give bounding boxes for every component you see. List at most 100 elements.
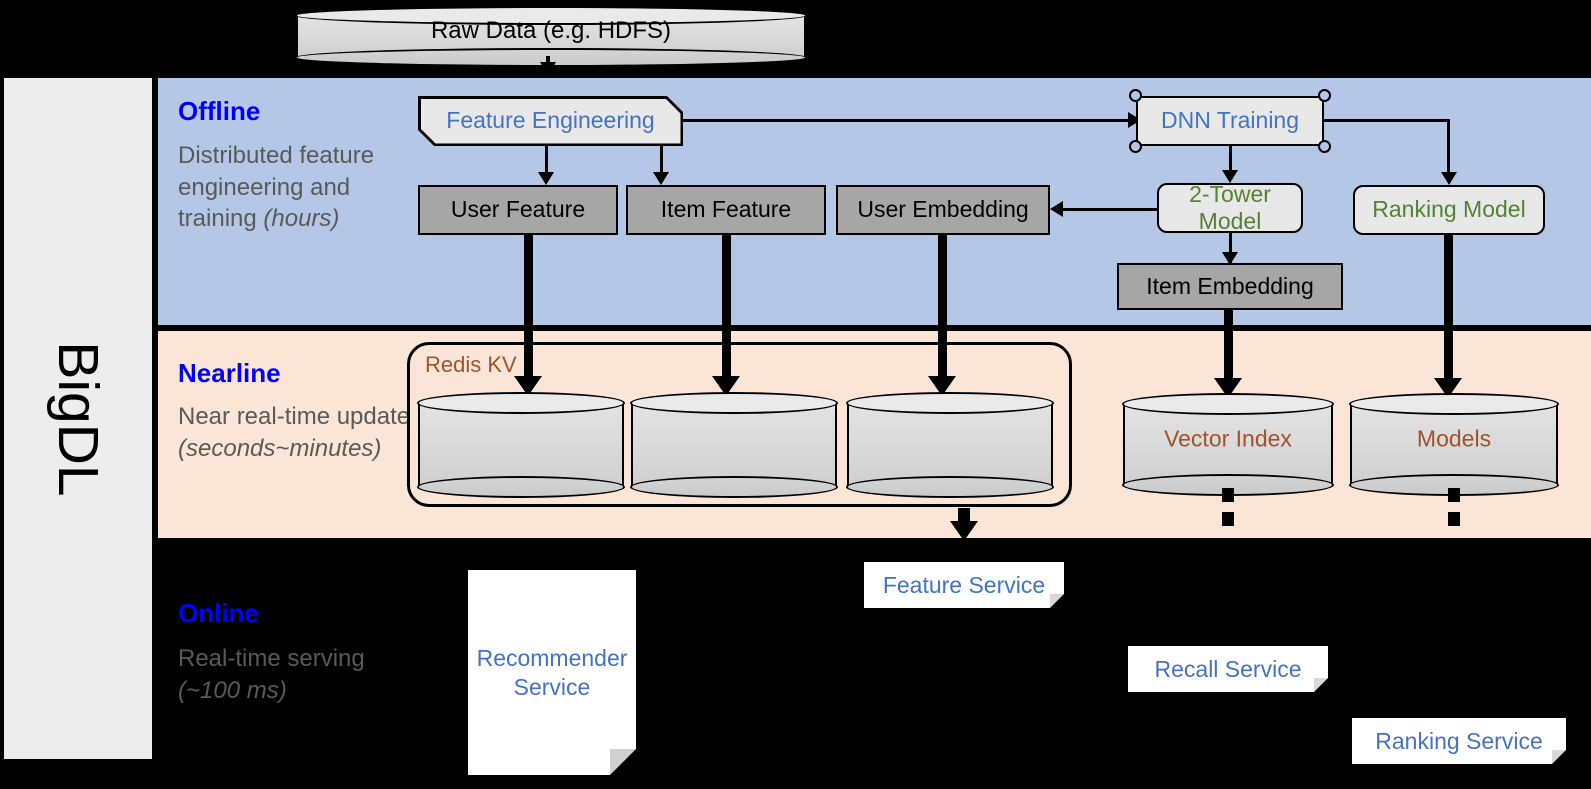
connector-models-stub-2 bbox=[1448, 512, 1460, 526]
redis-store-cylinder-2[interactable] bbox=[630, 392, 838, 498]
cylinder-bottom bbox=[630, 476, 838, 498]
page-fold-icon bbox=[1314, 678, 1328, 692]
cylinder-top bbox=[630, 392, 838, 414]
online-title: Online bbox=[178, 598, 259, 628]
redis-store-cylinder-1[interactable] bbox=[417, 392, 625, 498]
dnn-training-node[interactable]: DNN Training bbox=[1129, 89, 1331, 153]
two-tower-model-label: 2-Tower Model bbox=[1189, 180, 1271, 234]
cylinder-bottom bbox=[846, 476, 1054, 498]
two-tower-model-node[interactable]: 2-Tower Model bbox=[1157, 180, 1303, 234]
arrow-fe-to-userfeature-line bbox=[545, 146, 548, 178]
recommender-service-label: Recommender Service bbox=[476, 644, 628, 700]
arrow-fe-to-userfeature-head bbox=[538, 172, 554, 185]
dnn-training-label: DNN Training bbox=[1160, 107, 1300, 134]
feature-engineering-label: Feature Engineering bbox=[446, 107, 655, 134]
notch-bottom-left-icon bbox=[1129, 140, 1142, 153]
item-embedding-label: Item Embedding bbox=[1146, 272, 1314, 299]
cylinder-top bbox=[846, 392, 1054, 414]
arrow-rankingmodel-to-models-line bbox=[1444, 235, 1453, 390]
offline-desc-emphasis: (hours) bbox=[263, 205, 340, 233]
page-fold-icon bbox=[1552, 750, 1566, 764]
cylinder-body bbox=[1350, 404, 1558, 485]
arrow-dnn-to-twotower-line bbox=[1229, 146, 1232, 178]
online-desc-text: Real-time serving bbox=[178, 645, 365, 672]
cylinder-top bbox=[295, 6, 807, 25]
arrow-twotower-to-userembedding-line bbox=[1063, 208, 1159, 211]
offline-desc-text: Distributed feature engineering and trai… bbox=[178, 142, 375, 233]
item-feature-label: Item Feature bbox=[660, 196, 792, 223]
cylinder-bottom bbox=[417, 476, 625, 498]
user-embedding-label: User Embedding bbox=[857, 196, 1029, 223]
arrow-fe-to-itemfeature-head bbox=[653, 172, 669, 185]
notch-top-left-icon bbox=[1129, 89, 1142, 102]
nearline-desc-text: Near real-time update bbox=[178, 403, 411, 430]
connector-models-stub-1 bbox=[1448, 488, 1460, 502]
arrow-dnn-to-ranking-head bbox=[1441, 172, 1457, 185]
connector-redis-to-featureservice-head bbox=[950, 521, 978, 541]
vector-index-store[interactable]: Vector Index bbox=[1122, 393, 1334, 496]
page-fold-icon bbox=[1050, 594, 1064, 608]
offline-description: Distributed feature engineering and trai… bbox=[178, 140, 393, 235]
nearline-description: Near real-time update (seconds~minutes) bbox=[178, 401, 413, 464]
arrow-dnn-to-twotower-head bbox=[1222, 170, 1238, 183]
feature-engineering-node[interactable]: Feature Engineering bbox=[418, 96, 683, 146]
online-desc-emphasis: (~100 ms) bbox=[178, 676, 287, 704]
nearline-title: Nearline bbox=[178, 358, 281, 388]
models-label: Models bbox=[1416, 425, 1492, 452]
arrow-userembedding-to-store-line bbox=[938, 235, 947, 385]
cylinder-body bbox=[847, 403, 1053, 487]
arrow-userembedding-to-store-head bbox=[928, 376, 956, 396]
cylinder-body bbox=[418, 403, 624, 487]
redis-kv-label: Redis KV bbox=[425, 352, 517, 377]
bigdl-label: BigDL bbox=[46, 340, 110, 497]
connector-vectorindex-stub-1 bbox=[1222, 488, 1234, 502]
arrow-userfeature-to-store-head bbox=[514, 376, 542, 396]
arrow-itememb-to-vectorindex-line bbox=[1224, 310, 1233, 388]
feature-service-node[interactable]: Feature Service bbox=[864, 562, 1064, 608]
raw-data-label: Raw Data (e.g. HDFS) bbox=[430, 17, 672, 44]
arrow-itemfeature-to-store-head bbox=[712, 376, 740, 396]
item-feature-node[interactable]: Item Feature bbox=[626, 185, 826, 235]
arrow-dnn-to-ranking-vline bbox=[1447, 119, 1450, 178]
feature-service-label: Feature Service bbox=[882, 571, 1046, 598]
redis-kv-container bbox=[407, 342, 1072, 507]
online-description: Real-time serving (~100 ms) bbox=[178, 643, 393, 706]
arrow-userfeature-to-store-line bbox=[524, 235, 533, 385]
redis-store-cylinder-3[interactable] bbox=[846, 392, 1054, 498]
models-store[interactable]: Models bbox=[1349, 393, 1559, 496]
recall-service-node[interactable]: Recall Service bbox=[1128, 646, 1328, 692]
ranking-model-node[interactable]: Ranking Model bbox=[1353, 185, 1545, 235]
arrow-twotower-to-userembedding-head bbox=[1050, 201, 1063, 217]
cylinder-top bbox=[417, 392, 625, 414]
arrow-twotower-to-itememb-line bbox=[1229, 233, 1232, 263]
cylinder-top bbox=[1122, 393, 1334, 415]
connector-redis-to-featureservice-stub bbox=[958, 508, 970, 522]
vector-index-label: Vector Index bbox=[1164, 425, 1292, 452]
recommender-service-node[interactable]: Recommender Service bbox=[468, 570, 636, 775]
user-embedding-node[interactable]: User Embedding bbox=[836, 185, 1050, 235]
user-feature-node[interactable]: User Feature bbox=[418, 185, 618, 235]
notch-bottom-right-icon bbox=[1318, 140, 1331, 153]
arrow-fe-to-dnn-line bbox=[683, 119, 1138, 122]
raw-data-store[interactable]: Raw Data (e.g. HDFS) bbox=[295, 6, 807, 67]
nearline-desc-emphasis: (seconds~minutes) bbox=[178, 434, 382, 462]
bigdl-rail: BigDL bbox=[4, 78, 152, 759]
arrow-dnn-to-ranking-hline bbox=[1324, 119, 1450, 122]
ranking-model-label: Ranking Model bbox=[1372, 196, 1526, 223]
ranking-service-node[interactable]: Ranking Service bbox=[1352, 718, 1566, 764]
cylinder-body bbox=[1123, 404, 1333, 485]
connector-vectorindex-stub-2 bbox=[1222, 512, 1234, 526]
arrow-rawdata-to-fe-head bbox=[540, 62, 556, 75]
recall-service-label: Recall Service bbox=[1154, 655, 1302, 682]
offline-title: Offline bbox=[178, 96, 261, 126]
item-embedding-node[interactable]: Item Embedding bbox=[1117, 263, 1343, 310]
arrow-twotower-to-itememb-head bbox=[1222, 252, 1238, 265]
arrow-itemfeature-to-store-line bbox=[722, 235, 731, 385]
cylinder-body bbox=[631, 403, 837, 487]
ranking-service-label: Ranking Service bbox=[1375, 727, 1543, 754]
page-fold-icon bbox=[610, 749, 636, 775]
user-feature-label: User Feature bbox=[450, 196, 586, 223]
cylinder-top bbox=[1349, 393, 1559, 415]
arrow-fe-to-itemfeature-line bbox=[660, 146, 663, 178]
